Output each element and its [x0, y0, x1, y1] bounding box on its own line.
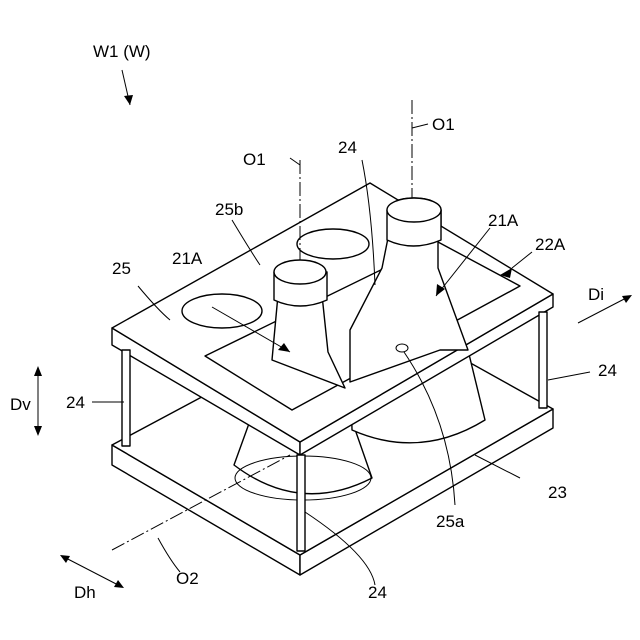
- label-24-left: 24: [66, 393, 85, 412]
- label-25b: 25b: [215, 200, 243, 219]
- label-21a-left: 21A: [172, 249, 203, 268]
- label-25: 25: [112, 259, 131, 278]
- label-di: Di: [588, 285, 604, 304]
- label-o2: O2: [176, 569, 199, 588]
- label-o1-right: O1: [432, 115, 455, 134]
- label-24-bottom: 24: [368, 583, 387, 602]
- label-23: 23: [548, 483, 567, 502]
- label-25a: 25a: [436, 512, 465, 531]
- label-21a-right: 21A: [488, 211, 519, 230]
- label-dv: Dv: [10, 395, 31, 414]
- label-24-right: 24: [598, 361, 617, 380]
- label-w1: W1 (W): [93, 42, 151, 61]
- label-dh: Dh: [74, 583, 96, 602]
- label-24-top: 24: [338, 138, 357, 157]
- label-o1-left: O1: [243, 150, 266, 169]
- label-22a: 22A: [535, 235, 566, 254]
